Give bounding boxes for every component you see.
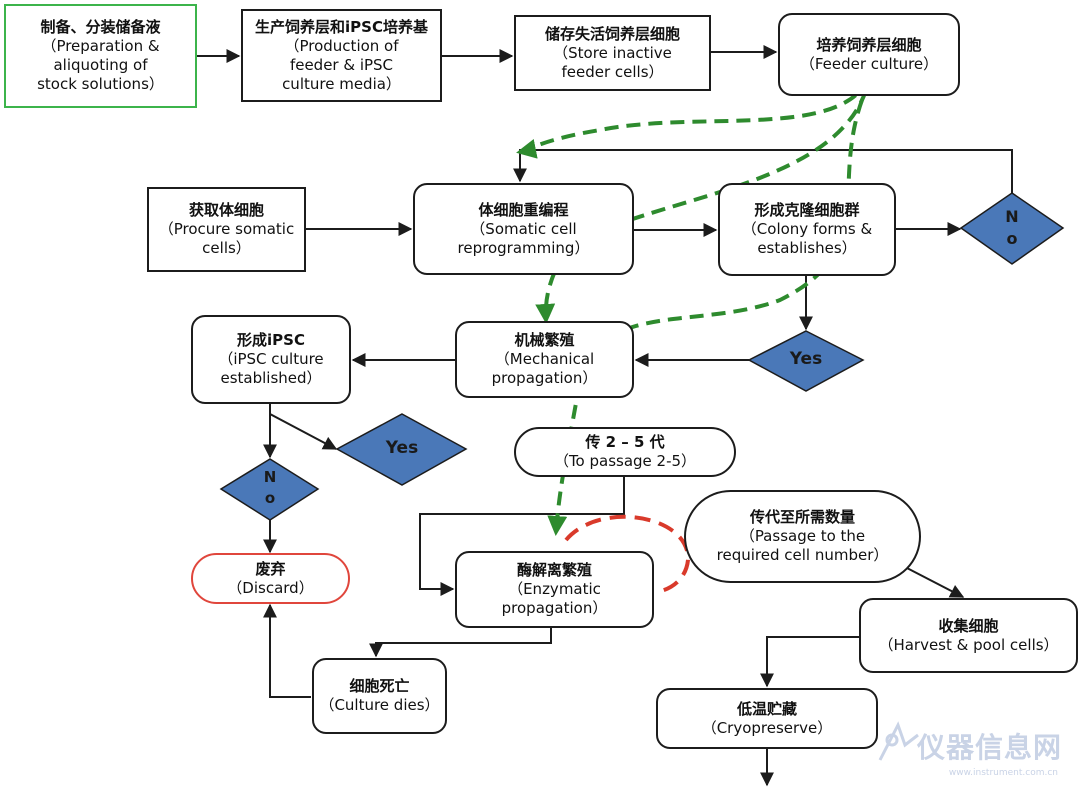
node-requirednum-en-2: required cell number） [716,546,889,564]
node-dies-zh: 细胞死亡 [349,677,410,695]
node-mech-zh: 机械繁殖 [514,331,575,349]
node-procure-en-2: cells） [202,239,251,257]
node-harvest-cells: 收集细胞 （Harvest & pool cells） [859,598,1078,673]
node-required-number: 传代至所需数量 （Passage to the required cell nu… [684,490,921,583]
node-store-feeder: 储存失活饲养层细胞 （Store inactive feeder cells） [514,15,711,91]
node-passage25-en-1: （To passage 2-5） [553,452,697,470]
node-discard-zh: 废弃 [255,559,286,578]
node-stock-zh: 制备、分装储备液 [40,18,161,36]
green-dashed-flow [516,77,871,536]
node-stock-en-3: stock solutions） [37,75,164,93]
node-passage-2-5: 传 2 – 5 代 （To passage 2-5） [514,427,736,477]
node-discard: 废弃 （Discard） [191,553,350,604]
node-ipsc-established: 形成iPSC （iPSC culture established） [191,315,351,404]
decision-yes-left-shape [335,413,468,486]
node-requirednum-zh: 传代至所需数量 [749,508,855,526]
solid-connectors [197,45,1013,787]
node-colony-en-1: （Colony forms & [741,220,873,238]
watermark-url: www.instrument.com.cn [948,768,1058,778]
node-enzymatic-en-1: （Enzymatic [508,580,601,598]
node-requirednum-en-1: （Passage to the [739,527,866,545]
decision-no-left: No [255,467,285,509]
node-feeder-zh: 培养饲养层细胞 [816,35,922,54]
decision-no-left-label: No [263,468,277,507]
node-ipsc-en-1: （iPSC culture [218,350,324,368]
node-culture-media: 生产饲养层和iPSC培养基 （Production of feeder & iP… [241,9,442,102]
node-media-en-1: （Production of [284,36,399,55]
decision-yes-mid-label: Yes [789,349,823,369]
node-harvest-en-1: （Harvest & pool cells） [878,635,1059,654]
node-store-en-2: feeder cells） [561,62,664,81]
decision-no-right-label: No [1005,207,1019,248]
node-media-en-2: feeder & iPSC [289,55,394,74]
node-discard-en-1: （Discard） [227,578,314,597]
decision-yes-left-label: Yes [385,438,419,458]
node-dies-en-1: （Culture dies） [319,696,440,714]
node-enzymatic-en-2: propagation） [501,599,608,617]
node-stock-en-2: aliquoting of [53,56,148,74]
node-feeder-en-1: （Feeder culture） [799,54,939,73]
node-harvest-zh: 收集细胞 [938,616,999,635]
node-media-en-3: culture media） [282,74,401,93]
node-procure-zh: 获取体细胞 [188,201,264,219]
watermark-logo [878,721,919,761]
node-reprog-zh: 体细胞重编程 [478,200,569,219]
node-media-zh: 生产饲养层和iPSC培养基 [255,17,428,36]
node-colony-en-2: establishes） [757,239,857,257]
node-procure-en-1: （Procure somatic [158,220,295,238]
decision-no-right: No [996,206,1028,250]
decision-yes-mid: Yes [776,349,836,369]
decision-yes-mid-shape [747,330,865,392]
node-mech-en-1: （Mechanical [494,350,595,368]
node-ipsc-zh: 形成iPSC [237,331,305,349]
node-cryo-en-1: （Cryopreserve） [701,718,833,737]
node-colony-forms: 形成克隆细胞群 （Colony forms & establishes） [718,183,896,276]
node-cryopreserve: 低温贮藏 （Cryopreserve） [656,688,878,749]
node-store-en-1: （Store inactive [553,43,672,62]
node-cryo-zh: 低温贮藏 [736,699,797,718]
decision-no-right-shape [959,192,1065,265]
node-enzymatic-propagation: 酶解离繁殖 （Enzymatic propagation） [455,551,654,628]
node-mechanical-propagation: 机械繁殖 （Mechanical propagation） [455,321,634,398]
node-stock-solutions: 制备、分装储备液 （Preparation & aliquoting of st… [4,4,197,108]
node-feeder-culture: 培养饲养层细胞 （Feeder culture） [778,13,960,96]
node-reprog-en-1: （Somatic cell [470,219,577,238]
node-enzymatic-zh: 酶解离繁殖 [516,561,592,579]
node-reprog-en-2: reprogramming） [457,238,590,257]
watermark-text: 仪器信息网 [916,731,1062,764]
node-procure-somatic: 获取体细胞 （Procure somatic cells） [147,187,306,272]
node-store-zh: 储存失活饲养层细胞 [544,24,680,43]
decision-yes-left: Yes [372,438,432,458]
node-colony-zh: 形成克隆细胞群 [754,201,860,219]
node-culture-dies: 细胞死亡 （Culture dies） [312,658,447,734]
red-dashed-loop [564,514,691,594]
node-stock-en-1: （Preparation & [41,37,160,55]
node-passage25-zh: 传 2 – 5 代 [585,433,665,451]
node-ipsc-en-2: established） [220,369,322,387]
node-reprogramming: 体细胞重编程 （Somatic cell reprogramming） [413,183,634,275]
node-mech-en-2: propagation） [491,369,598,387]
